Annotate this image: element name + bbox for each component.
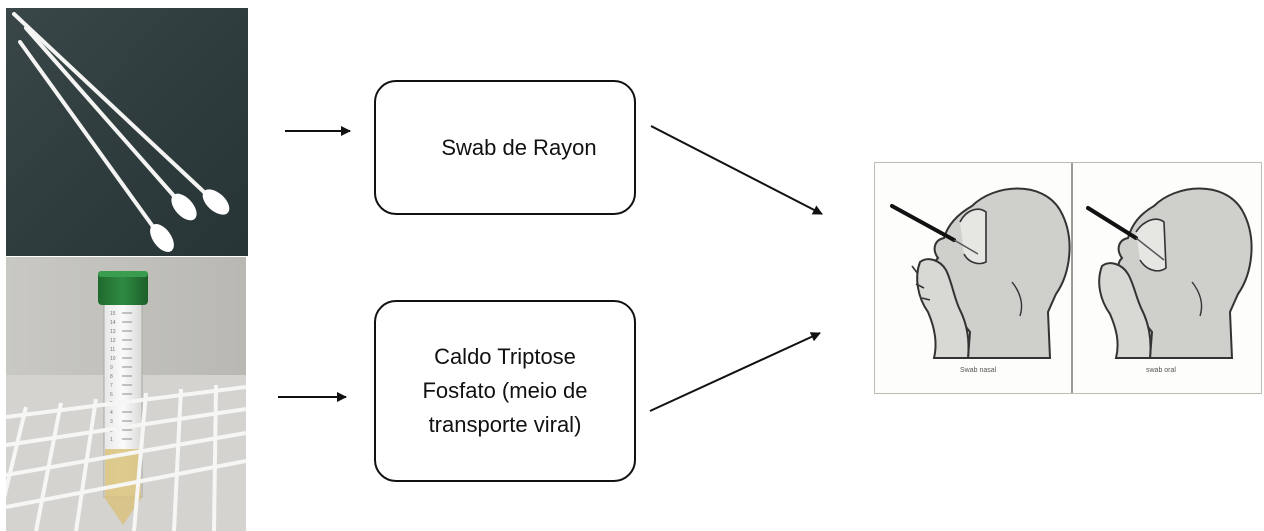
tube-rack <box>6 384 246 531</box>
swab-de-rayon-box: Swab de Rayon <box>374 80 636 215</box>
tube-scale-label: 7 <box>110 383 113 389</box>
arrow-caldo-box-to-collection <box>649 332 821 412</box>
tube-scale-label: 11 <box>110 347 115 353</box>
nasal-swab-stick <box>890 204 956 242</box>
swab-stick-3 <box>18 40 174 252</box>
caldo-label-line-2: Fosfato (meio de <box>422 378 588 403</box>
tube-scale-label: 14 <box>110 320 116 326</box>
tube-scale-label: 6 <box>110 392 113 398</box>
nasal-swab-caption: Swab nasal <box>960 367 997 374</box>
tube-scale-label: 9 <box>110 365 113 371</box>
tube-cap <box>98 271 148 305</box>
caldo-label-line-3: transporte viral) <box>428 412 582 437</box>
tube-scale-label: 13 <box>110 329 116 335</box>
oral-swab-stick <box>1086 206 1138 240</box>
caldo-triptose-box: Caldo Triptose Fosfato (meio de transpor… <box>374 300 636 482</box>
tube-scale-label: 8 <box>110 374 113 380</box>
swab-stick-1 <box>12 12 230 215</box>
swab-stick-2 <box>24 26 197 221</box>
tube-scale-label: 1 <box>110 437 113 443</box>
caldo-label-line-1: Caldo Triptose <box>434 344 576 369</box>
oral-swab-figure: swab oral <box>1086 187 1253 374</box>
tube-scale-label: 3 <box>110 419 113 425</box>
oral-swab-caption: swab oral <box>1146 367 1176 374</box>
tube-scale-label: 15 <box>110 311 116 317</box>
nasal-swab-figure: Swab nasal <box>890 187 1071 374</box>
arrow-swab-box-to-collection <box>650 125 823 215</box>
swab-photo <box>6 8 248 256</box>
tube-scale-label: 10 <box>110 356 116 362</box>
collection-illustration: Swab nasal swab oral <box>874 162 1262 394</box>
swab-de-rayon-label: Swab de Rayon <box>441 134 597 160</box>
tube-scale-label: 4 <box>110 410 113 416</box>
tube-scale-label: 12 <box>110 338 116 344</box>
